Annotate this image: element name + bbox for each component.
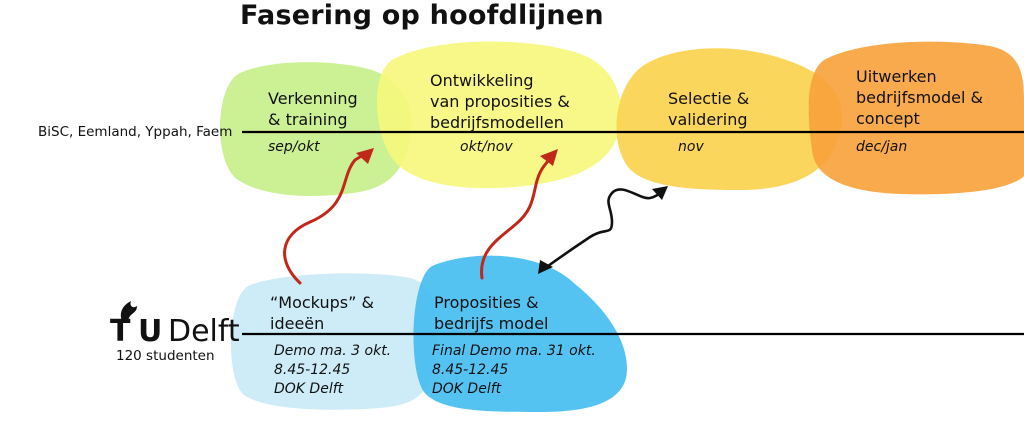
page-title: Fasering op hoofdlijnen bbox=[240, 0, 604, 31]
student-phase-proposities-details: Final Demo ma. 31 okt. 8.45-12.45 DOK De… bbox=[432, 343, 596, 397]
black-squiggle-arrow bbox=[546, 188, 666, 268]
phase-uitwerken-period: dec/jan bbox=[856, 139, 908, 155]
tudelft-logo: T U Delft bbox=[110, 296, 240, 349]
phase-uitwerken-label: Uitwerken bedrijfsmodel & concept bbox=[856, 67, 983, 128]
blob-verkenning bbox=[220, 62, 412, 196]
tudelft-flame-icon bbox=[120, 301, 137, 322]
blob-ontwikkeling bbox=[376, 41, 622, 189]
phase-verkenning-period: sep/okt bbox=[268, 139, 320, 155]
student-phase-mockups-details: Demo ma. 3 okt. 8.45-12.45 DOK Delft bbox=[274, 343, 392, 397]
blob-selectie bbox=[616, 48, 842, 190]
blob-uitwerken bbox=[808, 41, 1024, 195]
red-arrowhead-2 bbox=[540, 149, 558, 166]
partners-label: BiSC, Eemland, Yppah, Faem bbox=[38, 124, 233, 140]
black-arrowhead-top bbox=[652, 186, 668, 200]
red-arrowhead-1 bbox=[356, 148, 374, 164]
student-phase-mockups-label: “Mockups” & ideeën bbox=[270, 293, 374, 333]
student-count: 120 studenten bbox=[116, 348, 215, 364]
tudelft-logo-u: U bbox=[138, 314, 163, 349]
phase-selectie-label: Selectie & validering bbox=[668, 89, 750, 129]
tudelft-logo-t: T bbox=[110, 314, 131, 349]
red-arrow-mockups-to-verkenning bbox=[283, 150, 370, 285]
black-arrowhead-bottom bbox=[538, 260, 553, 274]
tudelft-logo-delft: Delft bbox=[168, 314, 240, 349]
red-arrow-proposities-to-ontwikkeling bbox=[480, 154, 554, 280]
phase-selectie-period: nov bbox=[678, 139, 704, 155]
phase-ontwikkeling-period: okt/nov bbox=[460, 139, 513, 155]
phase-ontwikkeling-label: Ontwikkeling van proposities & bedrijfsm… bbox=[430, 71, 570, 132]
phase-verkenning-label: Verkenning & training bbox=[268, 89, 358, 129]
blob-mockups bbox=[230, 273, 438, 410]
student-phase-proposities-label: Proposities & bedrijfs model bbox=[434, 293, 549, 333]
